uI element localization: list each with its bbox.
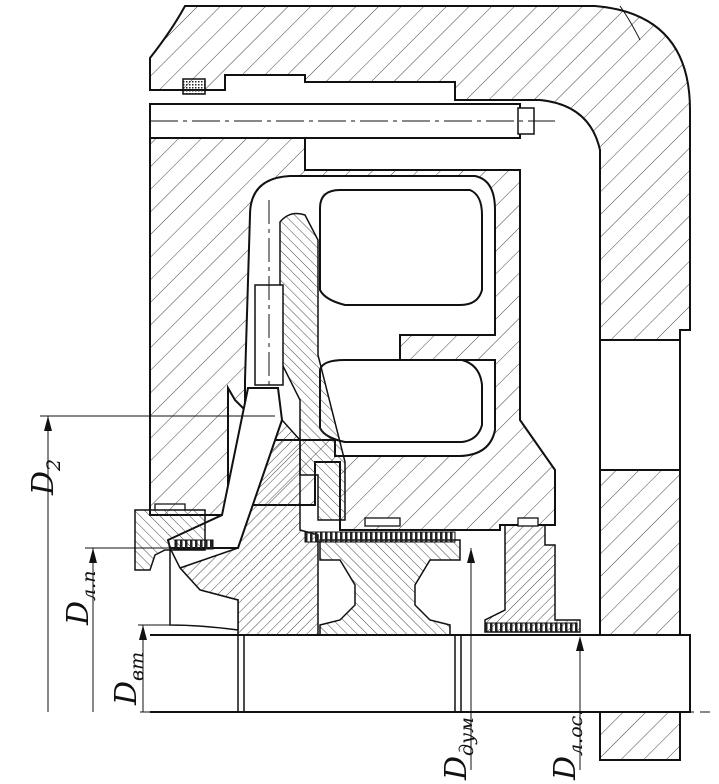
dim-label-dvt: Dвт: [109, 652, 148, 706]
back-seal-block: [484, 524, 581, 633]
seal-ring: [182, 78, 206, 95]
impeller-eye: [169, 547, 239, 631]
drum-labyrinth: [304, 531, 456, 543]
dimension-lines: [40, 415, 581, 770]
guide-vane: [279, 212, 346, 521]
dimension-arrows: [44, 416, 584, 651]
dim-label-d2: D2: [26, 459, 65, 496]
drum-seal-block: [364, 517, 401, 527]
lower-chamber: [319, 359, 483, 443]
casing-notch: [619, 5, 641, 41]
front-seal-housing: [134, 509, 206, 571]
shaft: [150, 634, 691, 713]
dim-label-dlos: Dл.ос.: [548, 710, 587, 781]
upper-chamber: [319, 189, 483, 306]
balance-drum: [319, 539, 461, 641]
dim-label-dlp: Dл.п: [61, 571, 100, 626]
back-seal-cap: [517, 517, 539, 527]
back-seal-labyrinth: [484, 622, 578, 633]
front-seal-labyrinth: [174, 539, 214, 550]
front-seal-notch: [154, 503, 186, 510]
dim-label-ddum: Dдум: [439, 717, 478, 781]
